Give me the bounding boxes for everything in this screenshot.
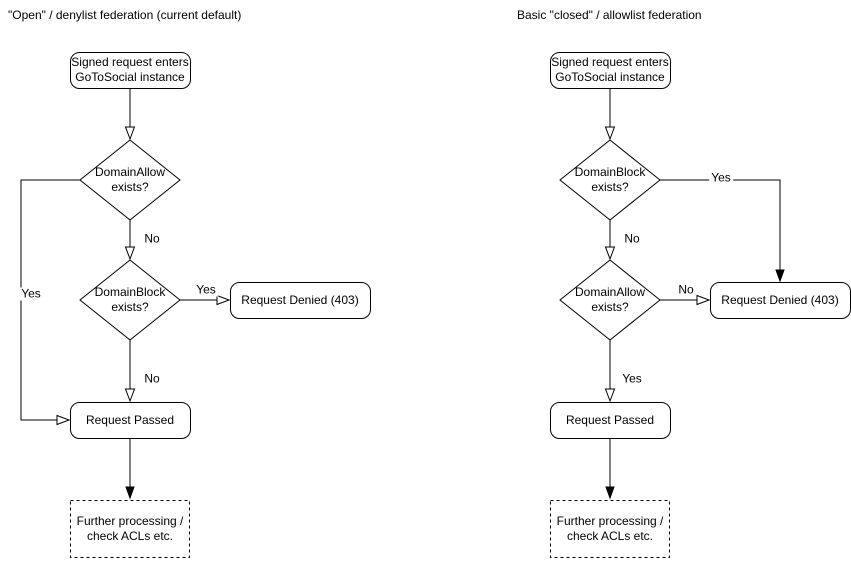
right-further-label: Further processing / check ACLs etc. — [556, 514, 664, 543]
right-label-decision2-yes: Yes — [620, 371, 644, 386]
right-label-decision2-no: No — [676, 282, 696, 297]
right-edge-decision1-yes — [660, 179, 785, 283]
left-further-label: Further processing / check ACLs etc. — [76, 514, 184, 543]
right-further-box — [550, 500, 670, 558]
left-label-decision1-no: No — [142, 231, 162, 246]
right-start-label: Signed request enters GoToSocial instanc… — [551, 55, 669, 84]
right-start-box — [550, 52, 671, 89]
left-decision2-diamond — [79, 259, 181, 341]
left-decision1-label: DomainAllow exists? — [94, 165, 166, 194]
left-denied-box — [230, 282, 371, 319]
left-passed-box — [70, 402, 191, 439]
left-start-label: Signed request enters GoToSocial instanc… — [71, 55, 189, 84]
left-diagram-title: "Open" / denylist federation (current de… — [8, 8, 242, 22]
right-denied-label: Request Denied (403) — [721, 292, 839, 307]
left-denied-label: Request Denied (403) — [241, 292, 359, 307]
right-decision1-label: DomainBlock exists? — [574, 165, 646, 194]
right-label-decision1-no: No — [622, 231, 642, 246]
right-label-decision1-yes: Yes — [709, 170, 733, 185]
left-label-decision2-no: No — [142, 371, 162, 386]
left-start-box — [70, 52, 191, 89]
right-decision2-label: DomainAllow exists? — [574, 285, 646, 314]
left-further-box — [70, 500, 190, 558]
left-decision2-label: DomainBlock exists? — [94, 285, 166, 314]
right-passed-box — [550, 402, 671, 439]
right-decision2-diamond — [559, 259, 661, 341]
left-passed-label: Request Passed — [85, 412, 175, 427]
right-diagram-title: Basic "closed" / allowlist federation — [517, 8, 702, 22]
left-label-decision2-yes: Yes — [194, 282, 218, 297]
right-passed-label: Request Passed — [565, 412, 655, 427]
left-decision1-diamond — [79, 139, 181, 221]
left-label-decision1-yes: Yes — [19, 286, 43, 301]
right-decision1-diamond — [559, 139, 661, 221]
